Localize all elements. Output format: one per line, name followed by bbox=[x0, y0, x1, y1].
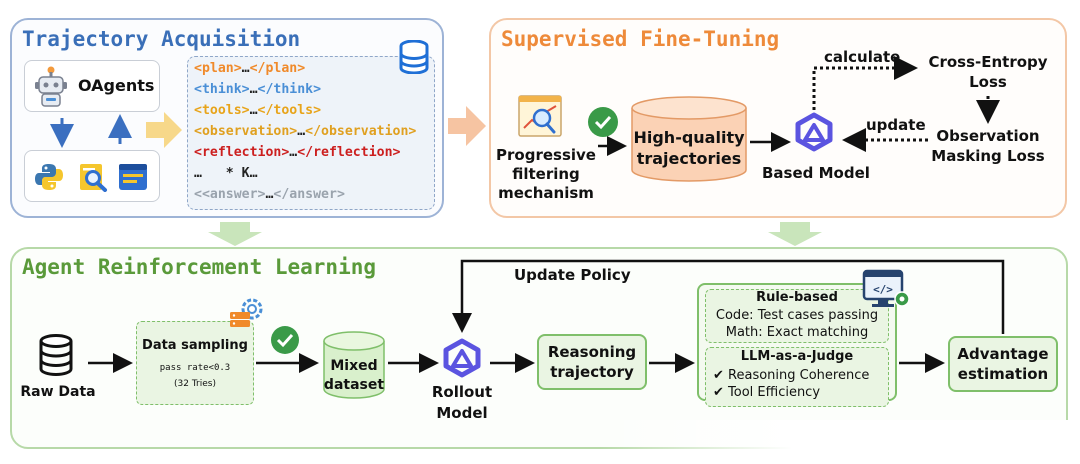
trajectory-tag-row: <<answer>…</answer> bbox=[194, 184, 430, 205]
data-sampling-label: Data sampling bbox=[142, 338, 248, 353]
tag-open: <tools> bbox=[194, 103, 250, 118]
tag-close: </reflection> bbox=[297, 145, 401, 160]
tag-close: </plan> bbox=[249, 61, 306, 76]
llm-judge-box bbox=[705, 347, 889, 407]
tag-dots: … bbox=[289, 145, 298, 160]
tag-open: <<answer> bbox=[194, 187, 266, 202]
database-icon bbox=[398, 39, 430, 75]
code-monitor-icon: </> bbox=[862, 268, 912, 312]
update-policy-label: Update Policy bbox=[514, 266, 631, 284]
trajectory-tag-row: <tools>…</tools> bbox=[194, 100, 430, 121]
rule-based-box bbox=[705, 289, 889, 343]
tag-open: <plan> bbox=[194, 61, 242, 76]
tag-open: <reflection> bbox=[194, 145, 290, 160]
sft-panel bbox=[489, 18, 1067, 218]
update-label: update bbox=[866, 116, 926, 134]
bottom-fade bbox=[600, 420, 1080, 464]
trajectory-tag-row: … * K… bbox=[194, 163, 430, 184]
tag-dots: … bbox=[297, 124, 306, 139]
tag-close: … bbox=[249, 166, 258, 181]
rule-based-title: Rule-based bbox=[756, 290, 838, 305]
tag-open: <think> bbox=[194, 82, 250, 97]
mixed-dataset-label: Mixed dataset bbox=[323, 358, 385, 393]
rollout-model-icon bbox=[442, 338, 482, 378]
advantage-estimation-box bbox=[948, 336, 1058, 392]
cross-entropy-loss-label: Cross-Entropy Loss bbox=[928, 53, 1048, 91]
tag-dots: … bbox=[249, 82, 258, 97]
check-icon bbox=[587, 106, 619, 138]
tag-dots: … bbox=[241, 61, 250, 76]
tag-open: <observation> bbox=[194, 124, 298, 139]
search-doc-icon bbox=[78, 162, 110, 192]
green-down-arrow-right bbox=[768, 222, 822, 246]
orange-block-arrow bbox=[448, 106, 486, 146]
raw-data-label: Raw Data bbox=[20, 384, 96, 400]
llm-judge-title: LLM-as-a-Judge bbox=[740, 349, 854, 364]
advantage-estimation-label: Advantage estimation bbox=[957, 345, 1049, 383]
tag-dots: * K bbox=[201, 166, 250, 181]
oagents-label: OAgents bbox=[78, 76, 155, 95]
judge-item-coherence: ✔ Reasoning Coherence bbox=[713, 368, 870, 383]
trajectory-tag-row: <observation>…</observation> bbox=[194, 121, 430, 142]
hq-trajectories-label: High-quality trajectories bbox=[633, 128, 745, 168]
pass-rate-label: pass rate<0.3 bbox=[159, 363, 231, 373]
observation-masking-loss-label: Observation Masking Loss bbox=[931, 127, 1045, 165]
tag-close: </answer> bbox=[273, 187, 345, 202]
based-model-icon bbox=[794, 112, 834, 152]
server-gear-icon bbox=[226, 296, 266, 334]
reasoning-trajectory-box bbox=[537, 334, 647, 390]
sft-title: Supervised Fine-Tuning bbox=[501, 27, 780, 51]
filtering-mechanism-label: Progressive filtering mechanism bbox=[496, 146, 596, 202]
svg-text:</>: </> bbox=[873, 283, 893, 296]
based-model-label: Based Model bbox=[762, 164, 870, 182]
raw-data-icon bbox=[38, 334, 74, 376]
python-icon bbox=[34, 162, 64, 192]
data-sampling-box bbox=[136, 321, 254, 405]
dotted-calculate-path bbox=[812, 56, 918, 110]
trajectory-acquisition-title: Trajectory Acquisition bbox=[22, 27, 301, 51]
math-rule-label: Math: Exact matching bbox=[725, 325, 869, 340]
check-icon-2 bbox=[270, 325, 300, 355]
update-policy-loop bbox=[452, 259, 1005, 334]
rollout-model-label: Rollout Model bbox=[431, 383, 493, 422]
tag-close: </think> bbox=[257, 82, 322, 97]
trajectory-tag-row: <think>…</think> bbox=[194, 79, 430, 100]
judge-item-efficiency: ✔ Tool Efficiency bbox=[713, 385, 821, 400]
green-down-arrow-left bbox=[208, 222, 262, 246]
browser-window-icon bbox=[118, 163, 148, 191]
robot-icon bbox=[32, 64, 70, 108]
tries-label: (32 Tries) bbox=[174, 379, 216, 389]
arl-title: Agent Reinforcement Learning bbox=[22, 255, 377, 279]
trajectory-tag-box bbox=[187, 56, 435, 210]
trajectory-tag-row: <plan>…</plan> bbox=[194, 58, 430, 79]
mixed-dataset-cylinder bbox=[322, 331, 386, 401]
hq-trajectories-cylinder bbox=[630, 96, 748, 184]
filter-chart-icon bbox=[516, 92, 564, 140]
tag-open: … bbox=[194, 166, 202, 181]
reasoning-trajectory-label: Reasoning trajectory bbox=[547, 343, 637, 381]
tag-close: </tools> bbox=[257, 103, 322, 118]
tag-dots: … bbox=[249, 103, 258, 118]
yellow-block-arrow bbox=[146, 112, 182, 148]
code-rule-label: Code: Test cases passing bbox=[715, 308, 879, 323]
trajectory-tag-list: <plan>…</plan><think>…</think><tools>…</… bbox=[194, 58, 430, 205]
trajectory-tag-row: <reflection>…</reflection> bbox=[194, 142, 430, 163]
tag-dots: … bbox=[265, 187, 274, 202]
tag-close: </observation> bbox=[305, 124, 417, 139]
calculate-label: calculate bbox=[824, 48, 901, 66]
